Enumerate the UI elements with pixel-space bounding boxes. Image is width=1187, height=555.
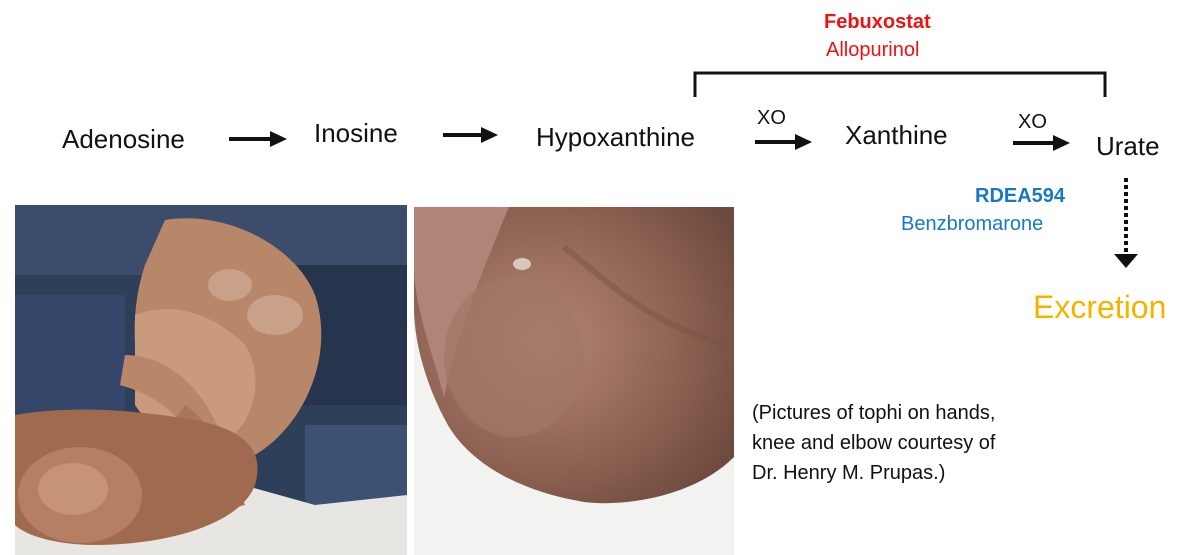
caption-line-2: knee and elbow courtesy of bbox=[752, 428, 996, 458]
arrow-xanthine-urate bbox=[1013, 135, 1070, 151]
excretion-arrow bbox=[1114, 178, 1138, 268]
photo-hands-tophi bbox=[15, 205, 407, 555]
arrow-hypoxanthine-xanthine bbox=[755, 134, 812, 150]
photo-caption: (Pictures of tophi on hands, knee and el… bbox=[752, 398, 996, 488]
caption-line-1: (Pictures of tophi on hands, bbox=[752, 398, 996, 428]
arrow-inosine-hypoxanthine bbox=[443, 127, 498, 143]
inhibitor-bracket bbox=[695, 73, 1105, 97]
caption-line-3: Dr. Henry M. Prupas.) bbox=[752, 458, 996, 488]
photo-elbow-tophus bbox=[414, 207, 734, 555]
arrow-adenosine-inosine bbox=[229, 131, 287, 147]
